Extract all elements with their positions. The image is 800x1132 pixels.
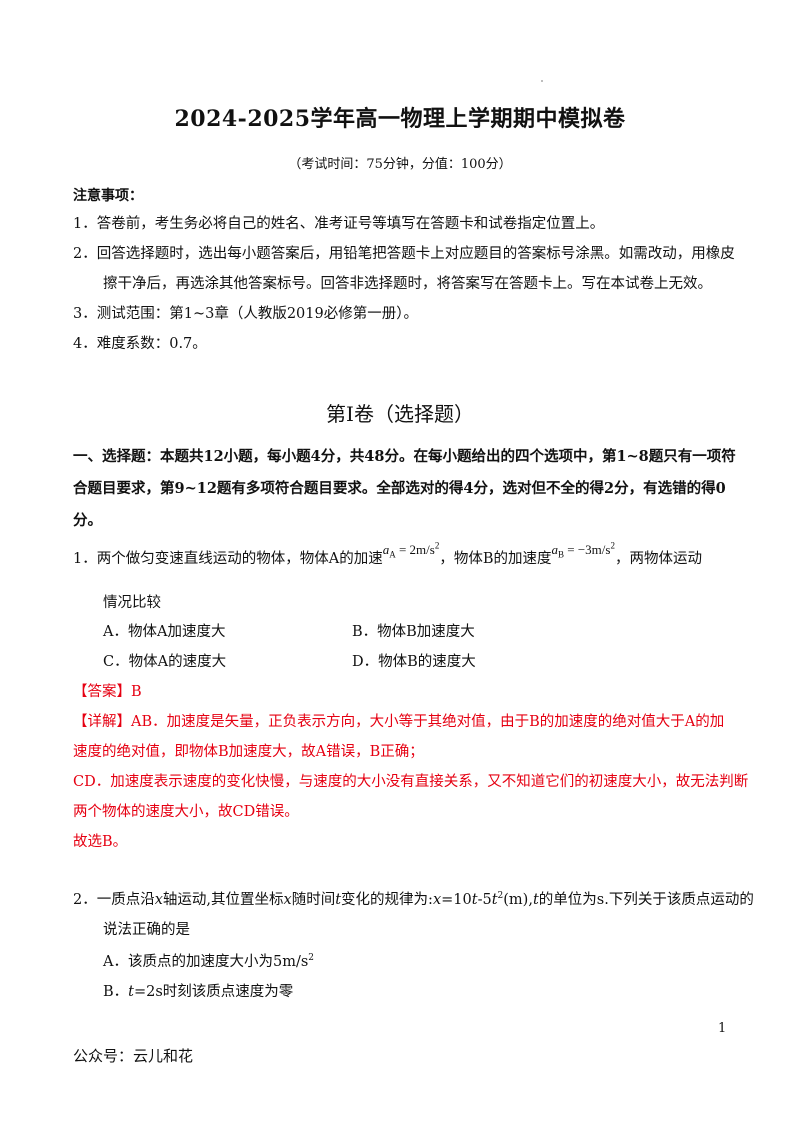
question-2-option-b-prefix: B． bbox=[103, 984, 129, 1000]
formula-aA-value: = 2m/s bbox=[395, 542, 435, 557]
question-1-stem-cont: 情况比较 bbox=[103, 595, 161, 611]
exam-subtitle: （考试时间：75分钟，分值：100分） bbox=[288, 157, 512, 172]
question-1-text-a: 1．两个做匀变速直线运动的物体，物体A的加速 bbox=[73, 551, 383, 567]
question-1-stem: 1．两个做匀变速直线运动的物体，物体A的加速aA = 2m/s2，物体B的加速度… bbox=[73, 541, 702, 569]
notice-item-3: 3．测试范围：第1~3章（人教版2019必修第一册）。 bbox=[73, 306, 418, 322]
question-2-text-a: 2．一质点沿 bbox=[73, 892, 155, 908]
formula-aA-var: a bbox=[382, 542, 390, 557]
question-1-analysis-5: 故选B。 bbox=[73, 834, 128, 850]
question-2-text-b: 轴运动,其位置坐标 bbox=[162, 892, 284, 908]
section-title: 第Ⅰ卷（选择题） bbox=[326, 402, 474, 426]
eq-mid: =10 bbox=[441, 892, 472, 908]
question-2-option-b-var: t bbox=[128, 984, 134, 1000]
var-x-2: x bbox=[283, 892, 292, 908]
eq-x: x bbox=[432, 892, 442, 908]
exam-title: 2024-2025学年高一物理上学期期中模拟卷 bbox=[174, 106, 626, 132]
page-number: 1 bbox=[718, 1021, 727, 1036]
question-1-text-b: ，物体B的加速度 bbox=[439, 551, 552, 567]
eq-mid2: -5 bbox=[477, 892, 492, 908]
section-instructions-3: 分。 bbox=[73, 512, 102, 529]
notice-item-2: 2．回答选择题时，选出每小题答案后，用铅笔把答题卡上对应题目的答案标号涂黑。如需… bbox=[73, 246, 735, 262]
question-1-option-d: D．物体B的速度大 bbox=[352, 654, 476, 670]
question-1-analysis-2: 速度的绝对值，即物体B加速度大，故A错误，B正确； bbox=[73, 744, 424, 760]
question-2-text-e: 的单位为s.下列关于该质点运动的 bbox=[538, 892, 754, 908]
question-2-option-a-sup: 2 bbox=[308, 953, 315, 964]
eq-sup: 2 bbox=[497, 891, 504, 902]
formula-aA: aA = 2m/s2 bbox=[382, 540, 440, 560]
question-2-option-b: B．t=2s时刻该质点速度为零 bbox=[103, 980, 293, 1001]
notice-item-2-cont: 擦干净后，再选涂其他答案标号。回答非选择题时，将答案写在答题卡上。写在本试卷上无… bbox=[103, 276, 712, 292]
notice-heading: 注意事项： bbox=[73, 188, 143, 204]
question-2-option-a-text: A．该质点的加速度大小为5m/s bbox=[103, 954, 309, 970]
notice-item-4: 4．难度系数：0.7。 bbox=[73, 336, 207, 352]
question-1-option-a: A．物体A加速度大 bbox=[103, 624, 226, 640]
question-1-option-b: B．物体B加速度大 bbox=[352, 624, 475, 640]
question-1-analysis-1: 【详解】AB．加速度是矢量，正负表示方向，大小等于其绝对值，由于B的加速度的绝对… bbox=[73, 714, 725, 730]
question-2-text-d: 变化的规律为: bbox=[341, 892, 433, 908]
var-x: x bbox=[154, 892, 163, 908]
question-2-stem-cont: 说法正确的是 bbox=[103, 922, 190, 938]
formula-aA-sup: 2 bbox=[434, 540, 440, 551]
var-t: t bbox=[335, 892, 342, 908]
question-1-analysis-4: 两个物体的速度大小，故CD错误。 bbox=[73, 804, 299, 820]
formula-aB-sup: 2 bbox=[610, 540, 615, 551]
eq-end: (m), bbox=[503, 892, 533, 908]
formula-aA-sub: A bbox=[389, 549, 396, 560]
question-2-option-a: A．该质点的加速度大小为5m/s2 bbox=[103, 950, 314, 971]
formula-aB-value: = −3m/s bbox=[564, 542, 611, 557]
question-1-analysis-3: CD．加速度表示速度的变化快慢，与速度的大小没有直接关系，又不知道它们的初速度大… bbox=[73, 774, 749, 790]
eq-t2: t bbox=[491, 892, 498, 908]
eq-t1: t bbox=[471, 892, 478, 908]
question-2-option-b-text: =2s时刻该质点速度为零 bbox=[133, 984, 294, 1000]
notice-item-1: 1．答卷前，考生务必将自己的姓名、准考证号等填写在答题卡和试卷指定位置上。 bbox=[73, 216, 605, 232]
section-instructions-1: 一、选择题：本题共12小题，每小题4分，共48分。在每小题给出的四个选项中，第1… bbox=[73, 448, 736, 465]
question-1-text-c: ，两物体运动 bbox=[614, 551, 702, 567]
question-1-option-c: C．物体A的速度大 bbox=[103, 654, 227, 670]
question-2-text-c: 随时间 bbox=[291, 892, 336, 908]
footer-watermark: 公众号：云儿和花 bbox=[73, 1047, 194, 1065]
question-1-answer: 【答案】B bbox=[73, 684, 142, 700]
section-instructions-2: 合题目要求，第9~12题有多项符合题目要求。全部选对的得4分，选对但不全的得2分… bbox=[73, 480, 726, 497]
question-2-stem: 2．一质点沿x轴运动,其位置坐标x随时间t变化的规律为:x=10t-5t2(m)… bbox=[73, 888, 754, 909]
formula-aB: aB = −3m/s2 bbox=[551, 540, 615, 560]
page-dot bbox=[541, 80, 543, 82]
formula-aB-sub: B bbox=[557, 549, 564, 560]
var-t-2: t bbox=[532, 892, 539, 908]
formula-aB-var: a bbox=[551, 542, 558, 557]
